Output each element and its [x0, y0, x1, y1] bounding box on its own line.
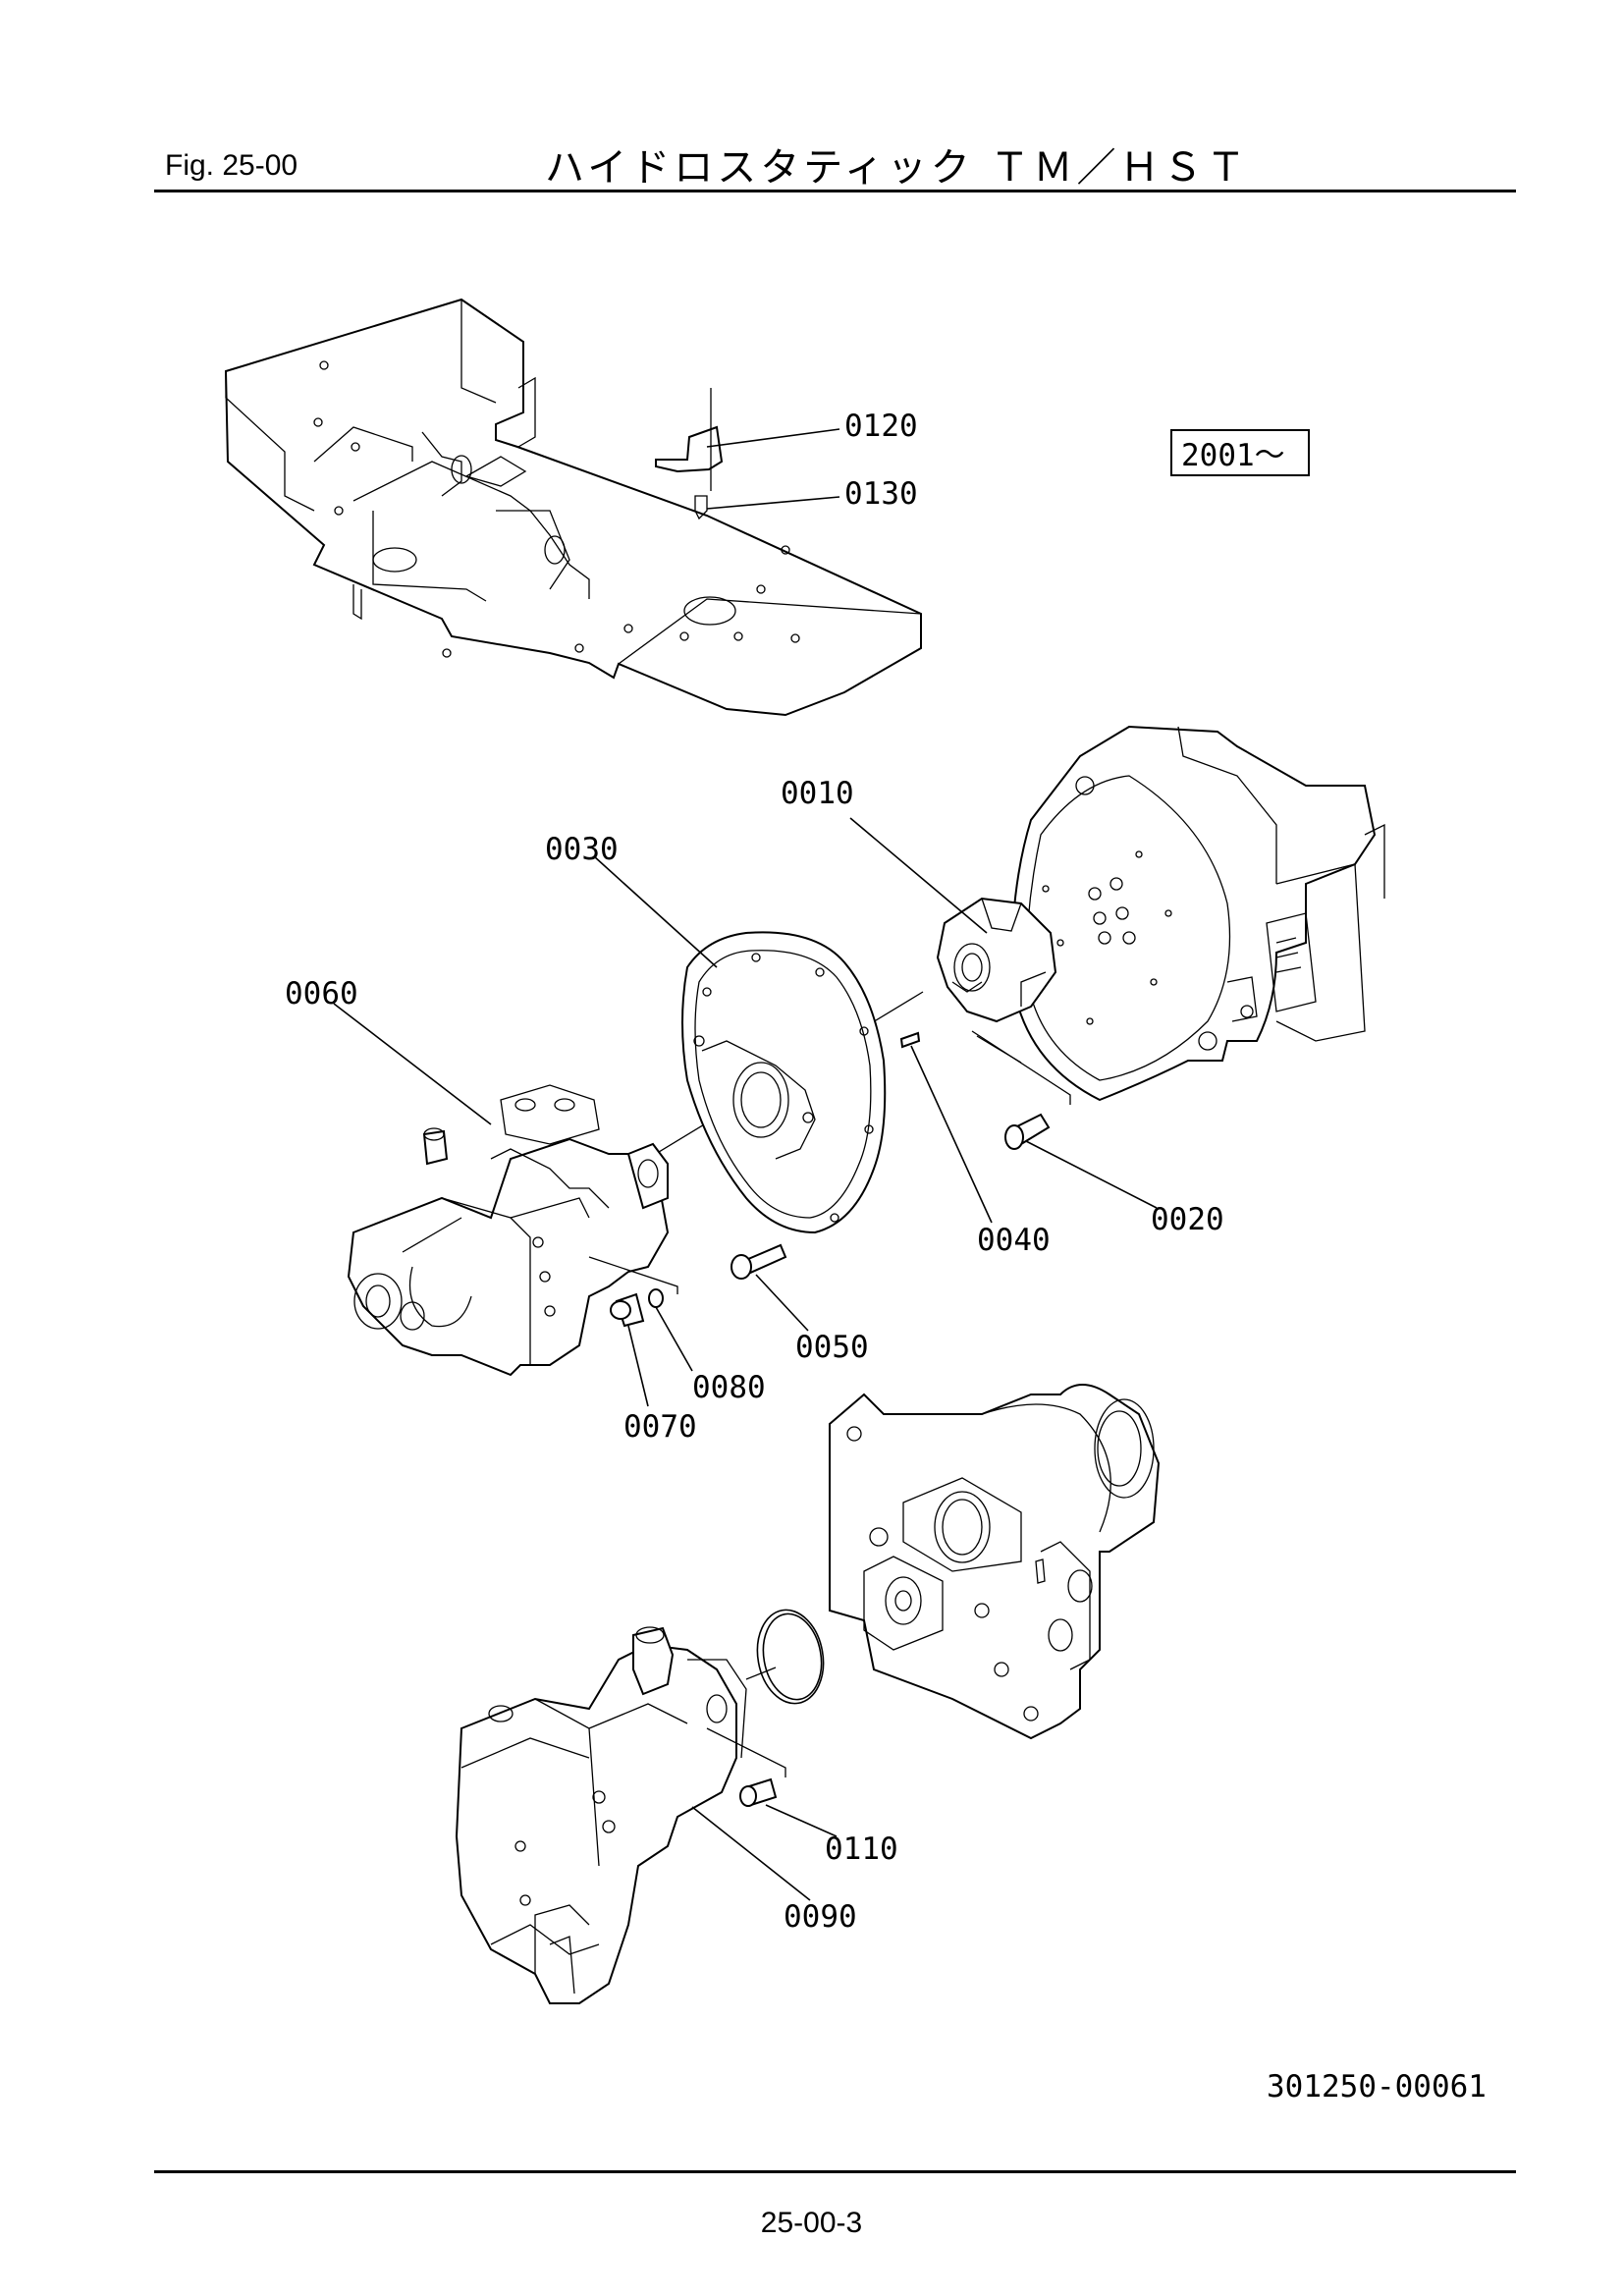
bolt-0020-drawing: [1004, 1113, 1051, 1150]
washer-0080-drawing: [648, 1288, 664, 1308]
callout-0130: 0130: [844, 476, 918, 512]
callout-0050: 0050: [795, 1330, 869, 1365]
callout-0040: 0040: [977, 1223, 1051, 1258]
header-rule: [154, 190, 1516, 192]
frame-bracket-drawing: [224, 298, 922, 717]
callout-0110: 0110: [825, 1831, 898, 1867]
callout-0030: 0030: [545, 832, 619, 867]
serial-range-box: [1170, 429, 1310, 476]
figure-number: Fig. 25-00: [165, 149, 298, 182]
bolt-0110-drawing: [739, 1777, 778, 1807]
callout-0070: 0070: [623, 1409, 697, 1445]
adapter-plate-0030-drawing: [681, 931, 887, 1234]
page-title: ハイドロスタティック ＴＭ／ＨＳＴ: [545, 145, 1250, 191]
callout-0010: 0010: [781, 776, 854, 811]
callout-0080: 0080: [692, 1370, 766, 1405]
footer-rule: [154, 2170, 1516, 2173]
page-number: 25-00-3: [760, 2207, 863, 2239]
bolt-0050-drawing: [730, 1243, 787, 1280]
callout-0090: 0090: [784, 1899, 857, 1935]
callout-0120: 0120: [844, 409, 918, 444]
hst-motor-0090-drawing: [455, 1626, 777, 2004]
bolt-0070-drawing: [610, 1292, 645, 1328]
callout-0060: 0060: [285, 976, 358, 1011]
engine-flywheel-housing-drawing: [1009, 725, 1385, 1102]
coupling-0010-drawing: [936, 897, 1057, 1023]
o-ring-drawing: [756, 1609, 825, 1705]
callout-0020: 0020: [1151, 1202, 1224, 1237]
transmission-case-drawing: [829, 1384, 1161, 1740]
hydraulic-pump-0060-drawing: [347, 1084, 670, 1377]
drawing-number: 301250-00061: [1267, 2069, 1487, 2105]
serial-range-label: 2001～: [1181, 438, 1285, 473]
